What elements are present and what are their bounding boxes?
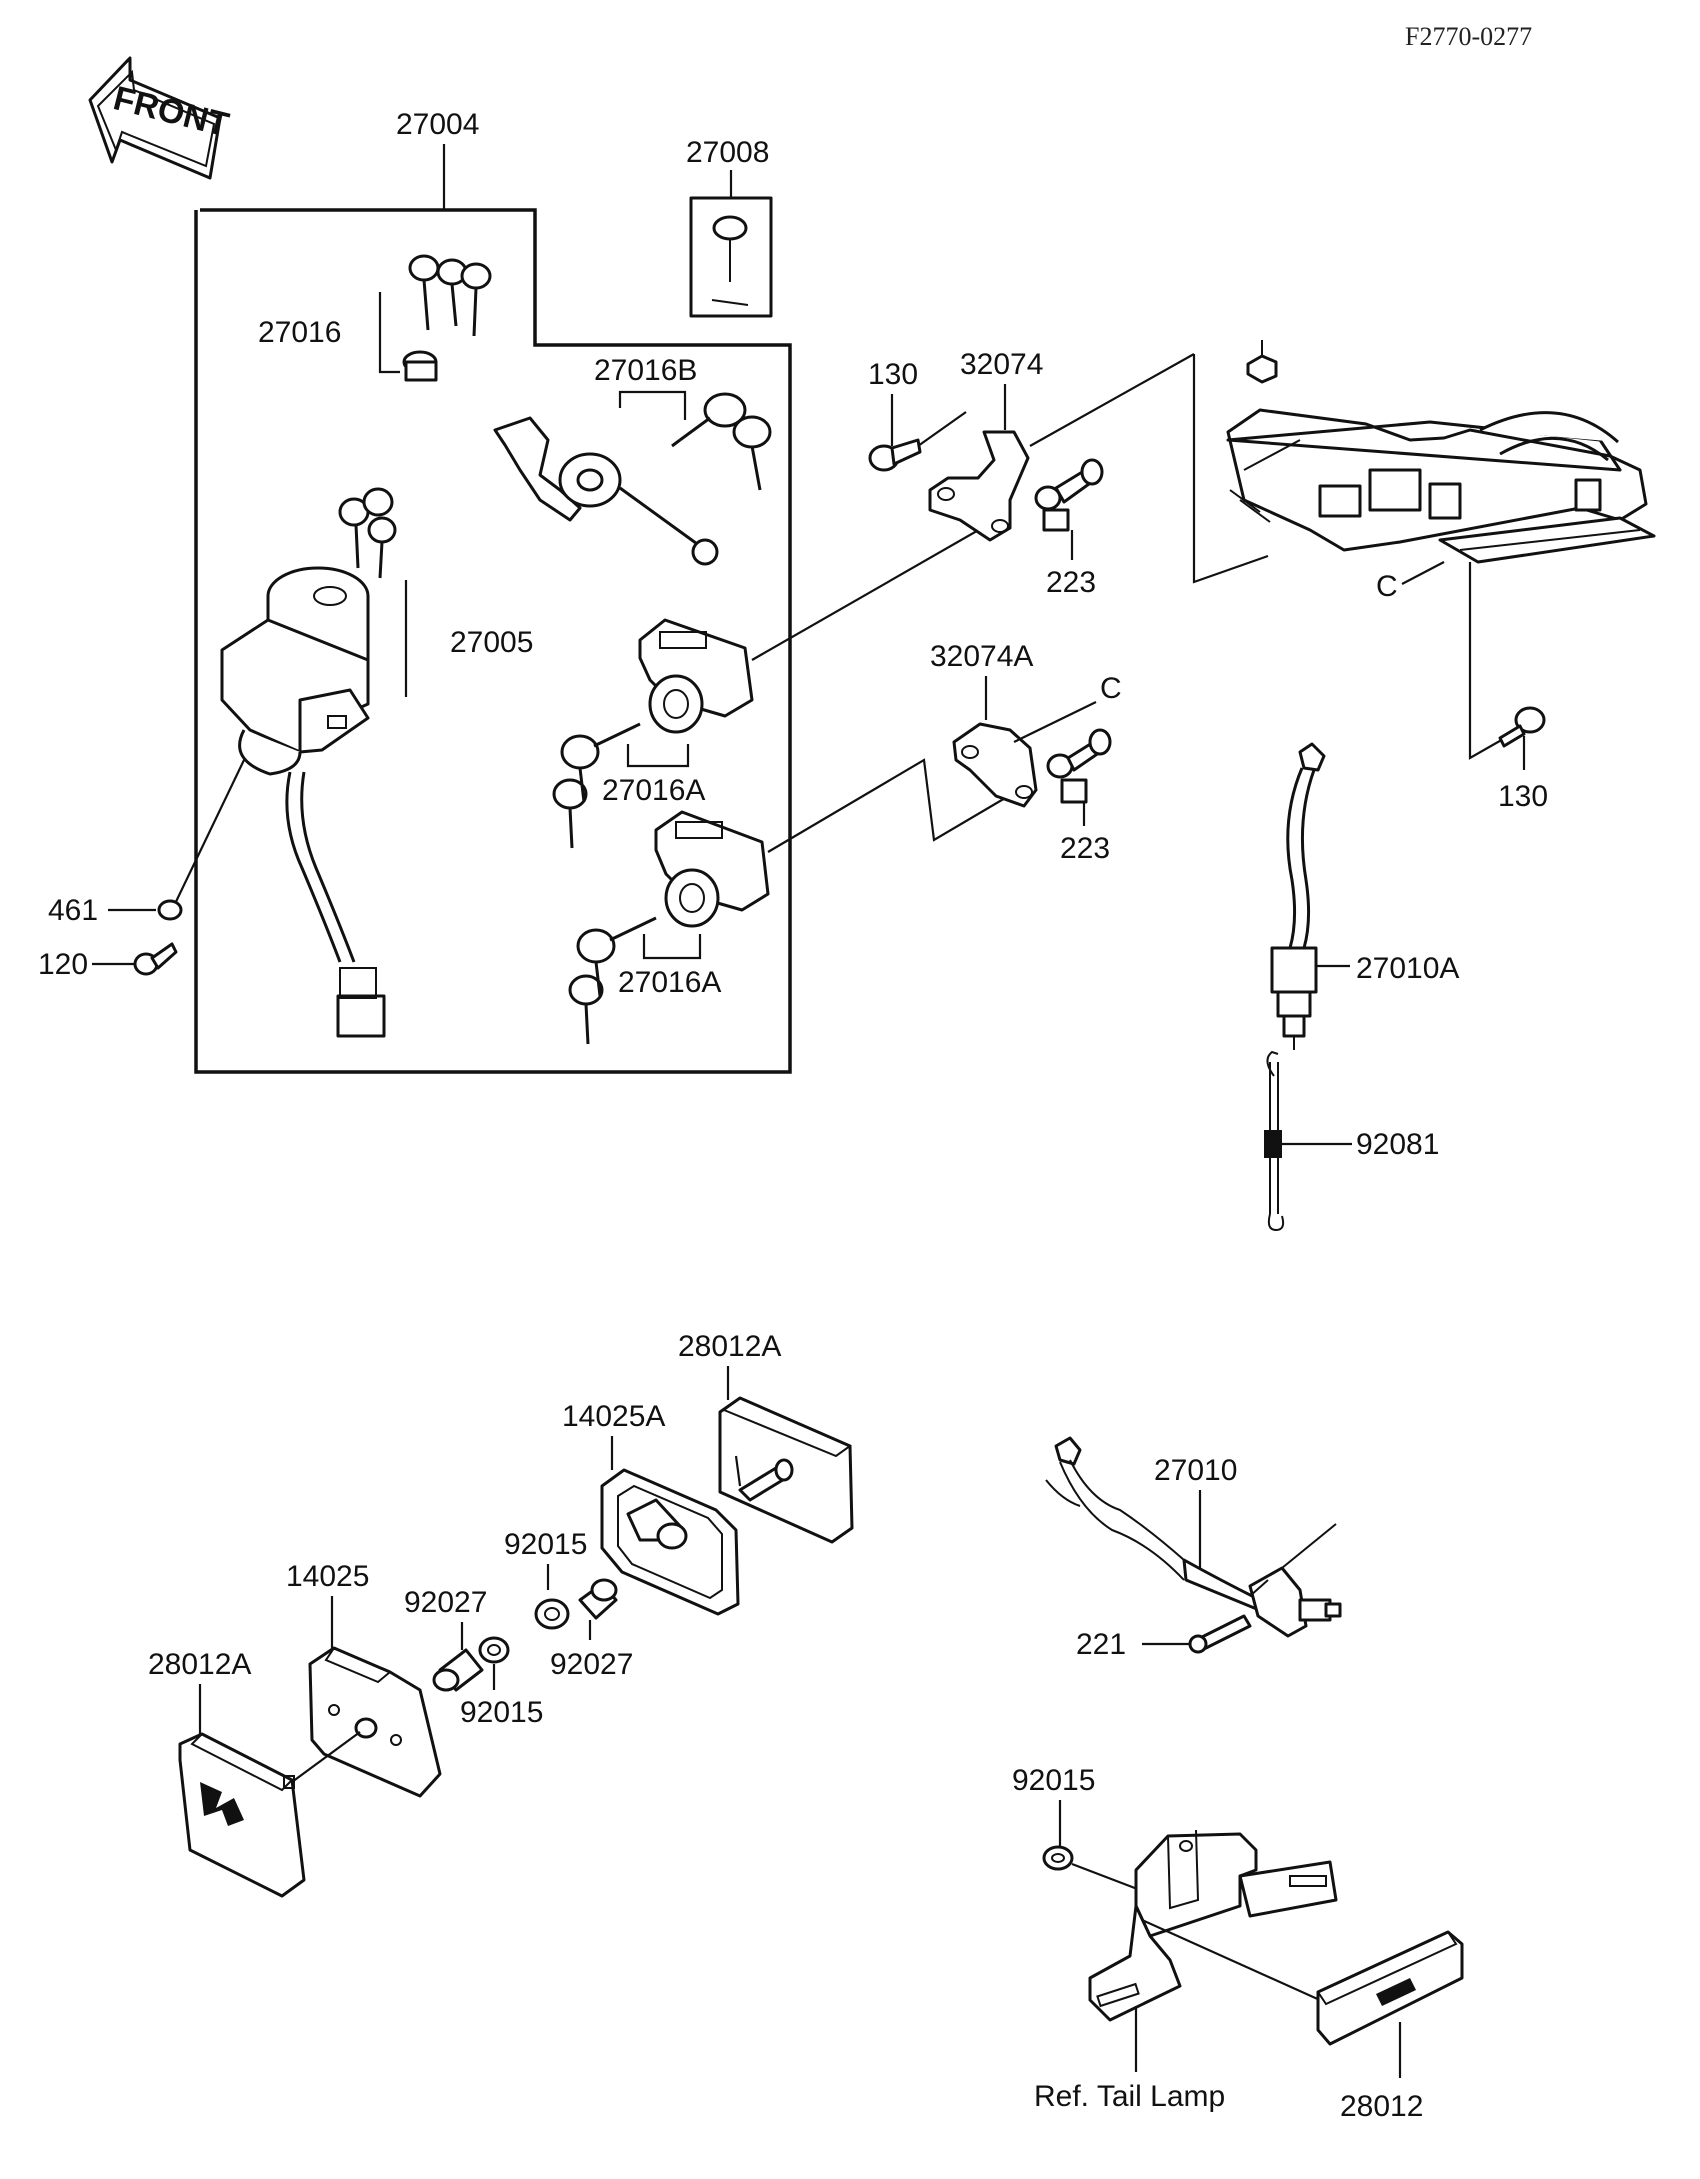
housing-14025-icon bbox=[308, 1646, 442, 1798]
helmet-lock-lower-icon bbox=[568, 810, 770, 1045]
helmet-lock-upper-icon bbox=[552, 618, 754, 849]
label-c-frame: C bbox=[1376, 570, 1398, 603]
label-27008: 27008 bbox=[686, 136, 769, 169]
label-14025: 14025 bbox=[286, 1560, 369, 1593]
label-27016a-lower: 27016A bbox=[618, 966, 721, 999]
label-27016: 27016 bbox=[258, 316, 341, 349]
reflector-28012a-top-icon bbox=[718, 1396, 854, 1544]
label-32074: 32074 bbox=[960, 348, 1043, 381]
leader-27016b bbox=[618, 390, 687, 420]
switch-27010-icon bbox=[1045, 1436, 1342, 1638]
label-92027-b: 92027 bbox=[404, 1586, 487, 1619]
label-92015-b: 92015 bbox=[460, 1696, 543, 1729]
bolt-130-right-icon bbox=[1498, 706, 1546, 748]
leader-c-frame bbox=[1401, 561, 1445, 585]
screw-120-icon bbox=[133, 942, 178, 976]
leader-reflector-to-housing bbox=[291, 1731, 361, 1783]
leader-bracket-to-frame bbox=[1029, 353, 1195, 447]
label-92027-a: 92027 bbox=[550, 1648, 633, 1681]
label-223-top: 223 bbox=[1046, 566, 1096, 599]
key-set-boundary bbox=[194, 208, 792, 1074]
label-27016b: 27016B bbox=[594, 354, 697, 387]
spacer-92027-a-icon bbox=[578, 1578, 618, 1620]
screw-221-icon bbox=[1188, 1614, 1252, 1654]
label-130-top: 130 bbox=[868, 358, 918, 391]
leader-27016 bbox=[378, 292, 400, 374]
switch-27010a-icon bbox=[1270, 742, 1326, 1050]
keys-27016-icon bbox=[402, 254, 492, 382]
label-c-bracket: C bbox=[1100, 672, 1122, 705]
bracket-32074-icon bbox=[928, 430, 1030, 542]
label-223-bottom: 223 bbox=[1060, 832, 1110, 865]
label-92015-c: 92015 bbox=[1012, 1764, 1095, 1797]
label-ref-tail-lamp: Ref. Tail Lamp bbox=[1034, 2080, 1225, 2113]
frame-icon bbox=[1192, 340, 1656, 584]
tail-lamp-bracket-icon bbox=[1088, 1829, 1338, 2022]
label-28012a-top: 28012A bbox=[678, 1330, 781, 1363]
key-number-tag-icon bbox=[689, 196, 773, 318]
leader-130-to-bracket bbox=[917, 411, 967, 447]
drawing-code: F2770-0277 bbox=[1405, 22, 1532, 51]
nut-92015-a-icon bbox=[534, 1598, 570, 1630]
front-arrow-icon: FRONT bbox=[88, 56, 233, 180]
seat-lock-27016b-icon bbox=[493, 392, 772, 566]
label-32074a: 32074A bbox=[930, 640, 1033, 673]
screw-223-bottom-icon bbox=[1046, 728, 1112, 804]
reflector-28012-icon bbox=[1316, 1930, 1464, 2046]
nut-92015-c-icon bbox=[1042, 1845, 1074, 1871]
bracket-32074a-icon bbox=[952, 722, 1038, 808]
label-120: 120 bbox=[38, 948, 88, 981]
leader-lock-to-bracket bbox=[751, 511, 1011, 661]
leader-reflector-stud bbox=[734, 1455, 742, 1487]
label-221: 221 bbox=[1076, 1628, 1126, 1661]
screw-223-top-icon bbox=[1034, 458, 1104, 532]
label-92015-a: 92015 bbox=[504, 1528, 587, 1561]
label-130-right: 130 bbox=[1498, 780, 1548, 813]
ignition-switch-icon bbox=[171, 566, 386, 1038]
leader-nut-to-bracket bbox=[1071, 1862, 1141, 1892]
housing-14025a-icon bbox=[600, 1468, 740, 1616]
label-27010a: 27010A bbox=[1356, 952, 1459, 985]
label-27004: 27004 bbox=[396, 108, 479, 141]
leader-27016a-upper bbox=[626, 744, 690, 768]
washer-461-icon bbox=[157, 899, 183, 921]
leader-frame-to-130 bbox=[1468, 562, 1513, 760]
spring-92081-icon bbox=[1264, 1050, 1285, 1232]
label-28012: 28012 bbox=[1340, 2090, 1423, 2123]
leader-27016a-lower bbox=[642, 934, 702, 960]
ignition-key-icon bbox=[338, 487, 397, 579]
reflector-28012a-left-icon bbox=[178, 1732, 306, 1898]
label-461: 461 bbox=[48, 894, 98, 927]
label-27010: 27010 bbox=[1154, 1454, 1237, 1487]
label-28012a-left: 28012A bbox=[148, 1648, 251, 1681]
label-92081: 92081 bbox=[1356, 1128, 1439, 1161]
label-27005: 27005 bbox=[450, 626, 533, 659]
leader-c-bracket bbox=[1013, 701, 1097, 743]
spacer-92027-b-icon bbox=[432, 1648, 484, 1692]
bolt-130-top-icon bbox=[868, 438, 922, 472]
leader-lower-lock-to-bracket bbox=[767, 758, 1013, 853]
leader-bracket-to-reflector bbox=[1141, 1918, 1343, 2012]
nut-92015-b-icon bbox=[478, 1636, 510, 1664]
label-27016a-upper: 27016A bbox=[602, 774, 705, 807]
label-14025a: 14025A bbox=[562, 1400, 665, 1433]
